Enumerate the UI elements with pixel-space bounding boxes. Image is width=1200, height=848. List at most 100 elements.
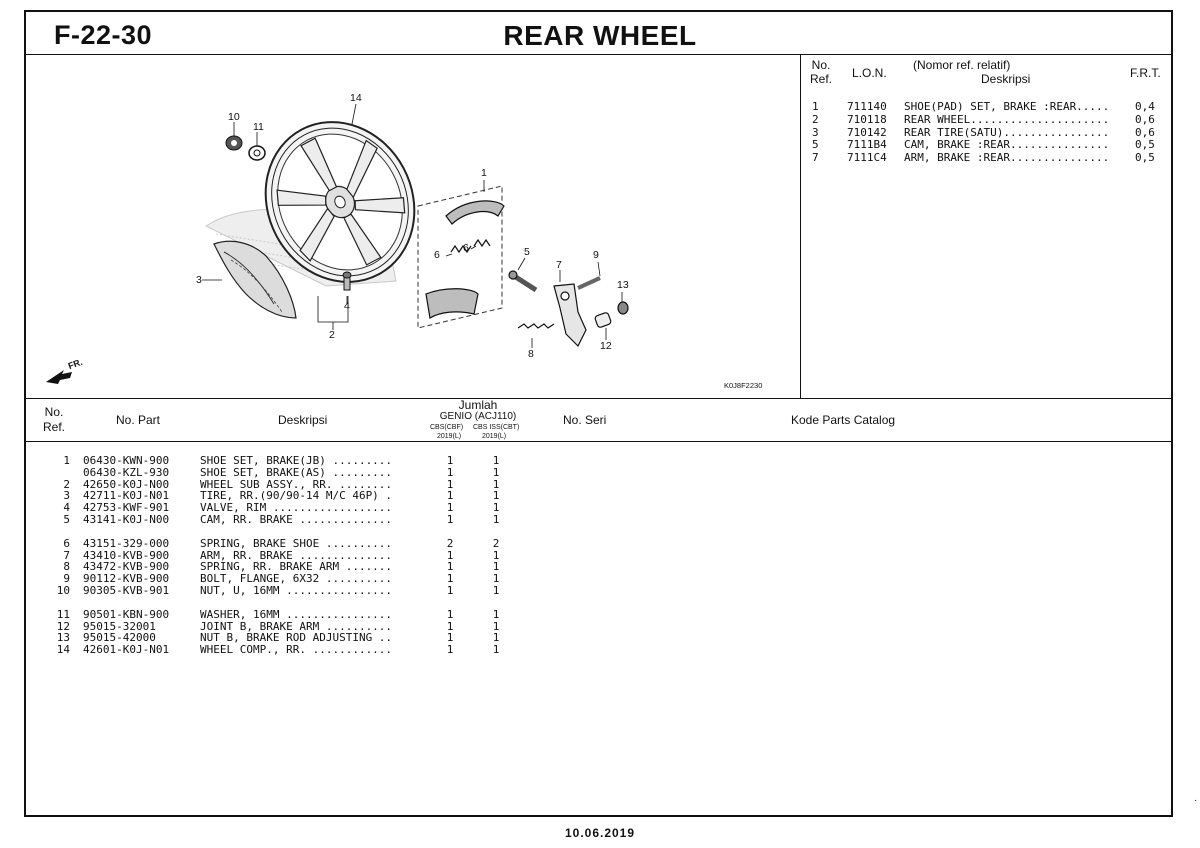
valve-drawing: [342, 271, 352, 291]
part-number: 42650-K0J-N00: [83, 477, 170, 491]
figure-code: F-22-30: [54, 20, 153, 50]
exploded-diagram: 14 10 11 1 6 6 5 7 9 13 3 4 2 12 8 FR. K…: [26, 56, 800, 398]
lon-header-desc: Deskripsi: [981, 72, 1031, 86]
footer-date: 10.06.2019: [564, 826, 636, 840]
diagram-label-11: 11: [253, 121, 264, 133]
diagram-label-12: 12: [600, 340, 612, 352]
diagram-table-divider: [800, 54, 801, 399]
qty-cbs: 1: [446, 501, 454, 515]
part-ref: 13: [56, 631, 70, 645]
lon-row-lon: 710142: [847, 125, 887, 139]
part-description: WHEEL SUB ASSY., RR. ........: [200, 477, 393, 491]
diagram-label-10: 10: [228, 111, 240, 123]
part-description: VALVE, RIM ..................: [200, 501, 393, 515]
qty-cbs: 1: [446, 548, 454, 562]
qty-cbs-iss: 1: [492, 619, 500, 633]
part-number: 06430-KWN-900: [83, 454, 170, 467]
lon-row-lon: 711140: [847, 100, 887, 113]
qty-cbs: 1: [446, 584, 454, 597]
qty-cbs: 2: [446, 536, 454, 550]
qty-cbs-iss: 1: [492, 572, 500, 586]
nut-washer-drawing: [225, 135, 266, 161]
diagram-code: K0J8F2230: [724, 381, 763, 390]
lon-header-ref: Ref.: [809, 72, 832, 86]
part-ref: 9: [63, 572, 70, 586]
part-description: SPRING, RR. BRAKE ARM .......: [200, 560, 393, 574]
lon-row-frt: 0,6: [1135, 112, 1155, 126]
lon-row-frt: 0,6: [1135, 125, 1155, 139]
rear-wheel-drawing: [264, 121, 416, 283]
diagram-label-3: 3: [196, 274, 202, 286]
qty-cbs: 1: [446, 465, 454, 479]
part-number: 42753-KWF-901: [83, 501, 170, 515]
part-number: 95015-32001: [83, 619, 156, 633]
qty-cbs-iss: 1: [492, 631, 500, 645]
qty-cbs-iss: 1: [492, 501, 500, 515]
lon-row-lon: 7111C4: [847, 151, 887, 165]
part-description: JOINT B, BRAKE ARM ..........: [200, 619, 393, 633]
lon-header-desc-top: (Nomor ref. relatif): [913, 58, 1011, 72]
part-description: ARM, RR. BRAKE ..............: [200, 548, 393, 562]
lon-row-desc: ARM, BRAKE :REAR...............: [904, 151, 1110, 165]
part-number: 90305-KVB-901: [83, 584, 170, 597]
header-divider: [25, 54, 1172, 55]
parts-header-no: No.: [44, 405, 64, 419]
part-description: WASHER, 16MM ................: [200, 607, 393, 621]
lon-row-frt: 0,4: [1135, 100, 1155, 113]
part-number: 06430-KZL-930: [83, 465, 170, 479]
diagram-svg: [46, 103, 629, 384]
part-description: BOLT, FLANGE, 6X32 ..........: [200, 572, 393, 586]
part-number: 42601-K0J-N01: [83, 643, 170, 657]
part-ref: 5: [63, 513, 70, 526]
lon-row-desc: SHOE(PAD) SET, BRAKE :REAR.....: [904, 100, 1110, 113]
diagram-label-8: 8: [528, 348, 534, 360]
qty-cbs: 1: [446, 560, 454, 574]
lon-row-frt: 0,5: [1135, 138, 1155, 152]
part-ref: 12: [56, 619, 70, 633]
parts-header-model: GENIO (ACJ110): [439, 411, 517, 422]
part-description: CAM, RR. BRAKE ..............: [200, 513, 393, 526]
part-ref: 8: [63, 560, 70, 574]
part-ref: 14: [56, 643, 70, 657]
lon-row-desc: CAM, BRAKE :REAR...............: [904, 138, 1110, 152]
part-ref: 7: [63, 548, 70, 562]
qty-cbs: 1: [446, 619, 454, 633]
part-ref: 11: [56, 607, 70, 621]
brake-linkage-drawing: [508, 270, 629, 348]
diagram-label-4: 4: [344, 300, 350, 312]
qty-cbs: 1: [446, 643, 454, 657]
part-ref: 6: [63, 536, 70, 550]
lon-row-lon: 7111B4: [847, 138, 887, 152]
lon-row-ref: 1: [812, 100, 819, 113]
page-frame: [24, 10, 1173, 817]
part-number: 42711-K0J-N01: [83, 489, 170, 503]
qty-cbs-iss: 1: [492, 607, 500, 621]
lon-row-frt: 0,5: [1135, 151, 1155, 165]
parts-header-col2: CBS ISS(CBT): [473, 424, 520, 431]
parts-header-jumlah: Jumlah: [458, 398, 498, 412]
part-description: WHEEL COMP., RR. ............: [200, 643, 393, 657]
qty-cbs: 1: [446, 477, 454, 491]
part-description: TIRE, RR.(90/90-14 M/C 46P) .: [200, 489, 393, 503]
part-ref: 3: [63, 489, 70, 503]
diagram-bottom-divider: [25, 398, 1172, 399]
page-title: REAR WHEEL: [503, 20, 697, 51]
part-number: 43151-329-000: [83, 536, 170, 550]
part-description: NUT B, BRAKE ROD ADJUSTING ..: [200, 631, 393, 645]
parts-header-ref: Ref.: [42, 420, 65, 434]
parts-header-desc: Deskripsi: [278, 413, 328, 427]
lon-row-ref: 5: [812, 138, 819, 152]
qty-cbs-iss: 1: [492, 465, 500, 479]
diagram-label-13: 13: [617, 279, 629, 291]
qty-cbs: 1: [446, 513, 454, 526]
diagram-label-2: 2: [329, 329, 335, 341]
lon-row-lon: 710118: [847, 112, 887, 126]
part-description: SHOE SET, BRAKE(JB) .........: [200, 454, 393, 467]
lon-header-no: No.: [811, 58, 831, 72]
parts-header-seri: No. Seri: [563, 413, 607, 427]
lon-row-ref: 7: [812, 151, 819, 165]
part-number: 43141-K0J-N00: [83, 513, 170, 526]
diagram-label-7: 7: [556, 259, 562, 271]
diagram-label-9: 9: [593, 249, 599, 261]
qty-cbs-iss: 1: [492, 454, 500, 467]
